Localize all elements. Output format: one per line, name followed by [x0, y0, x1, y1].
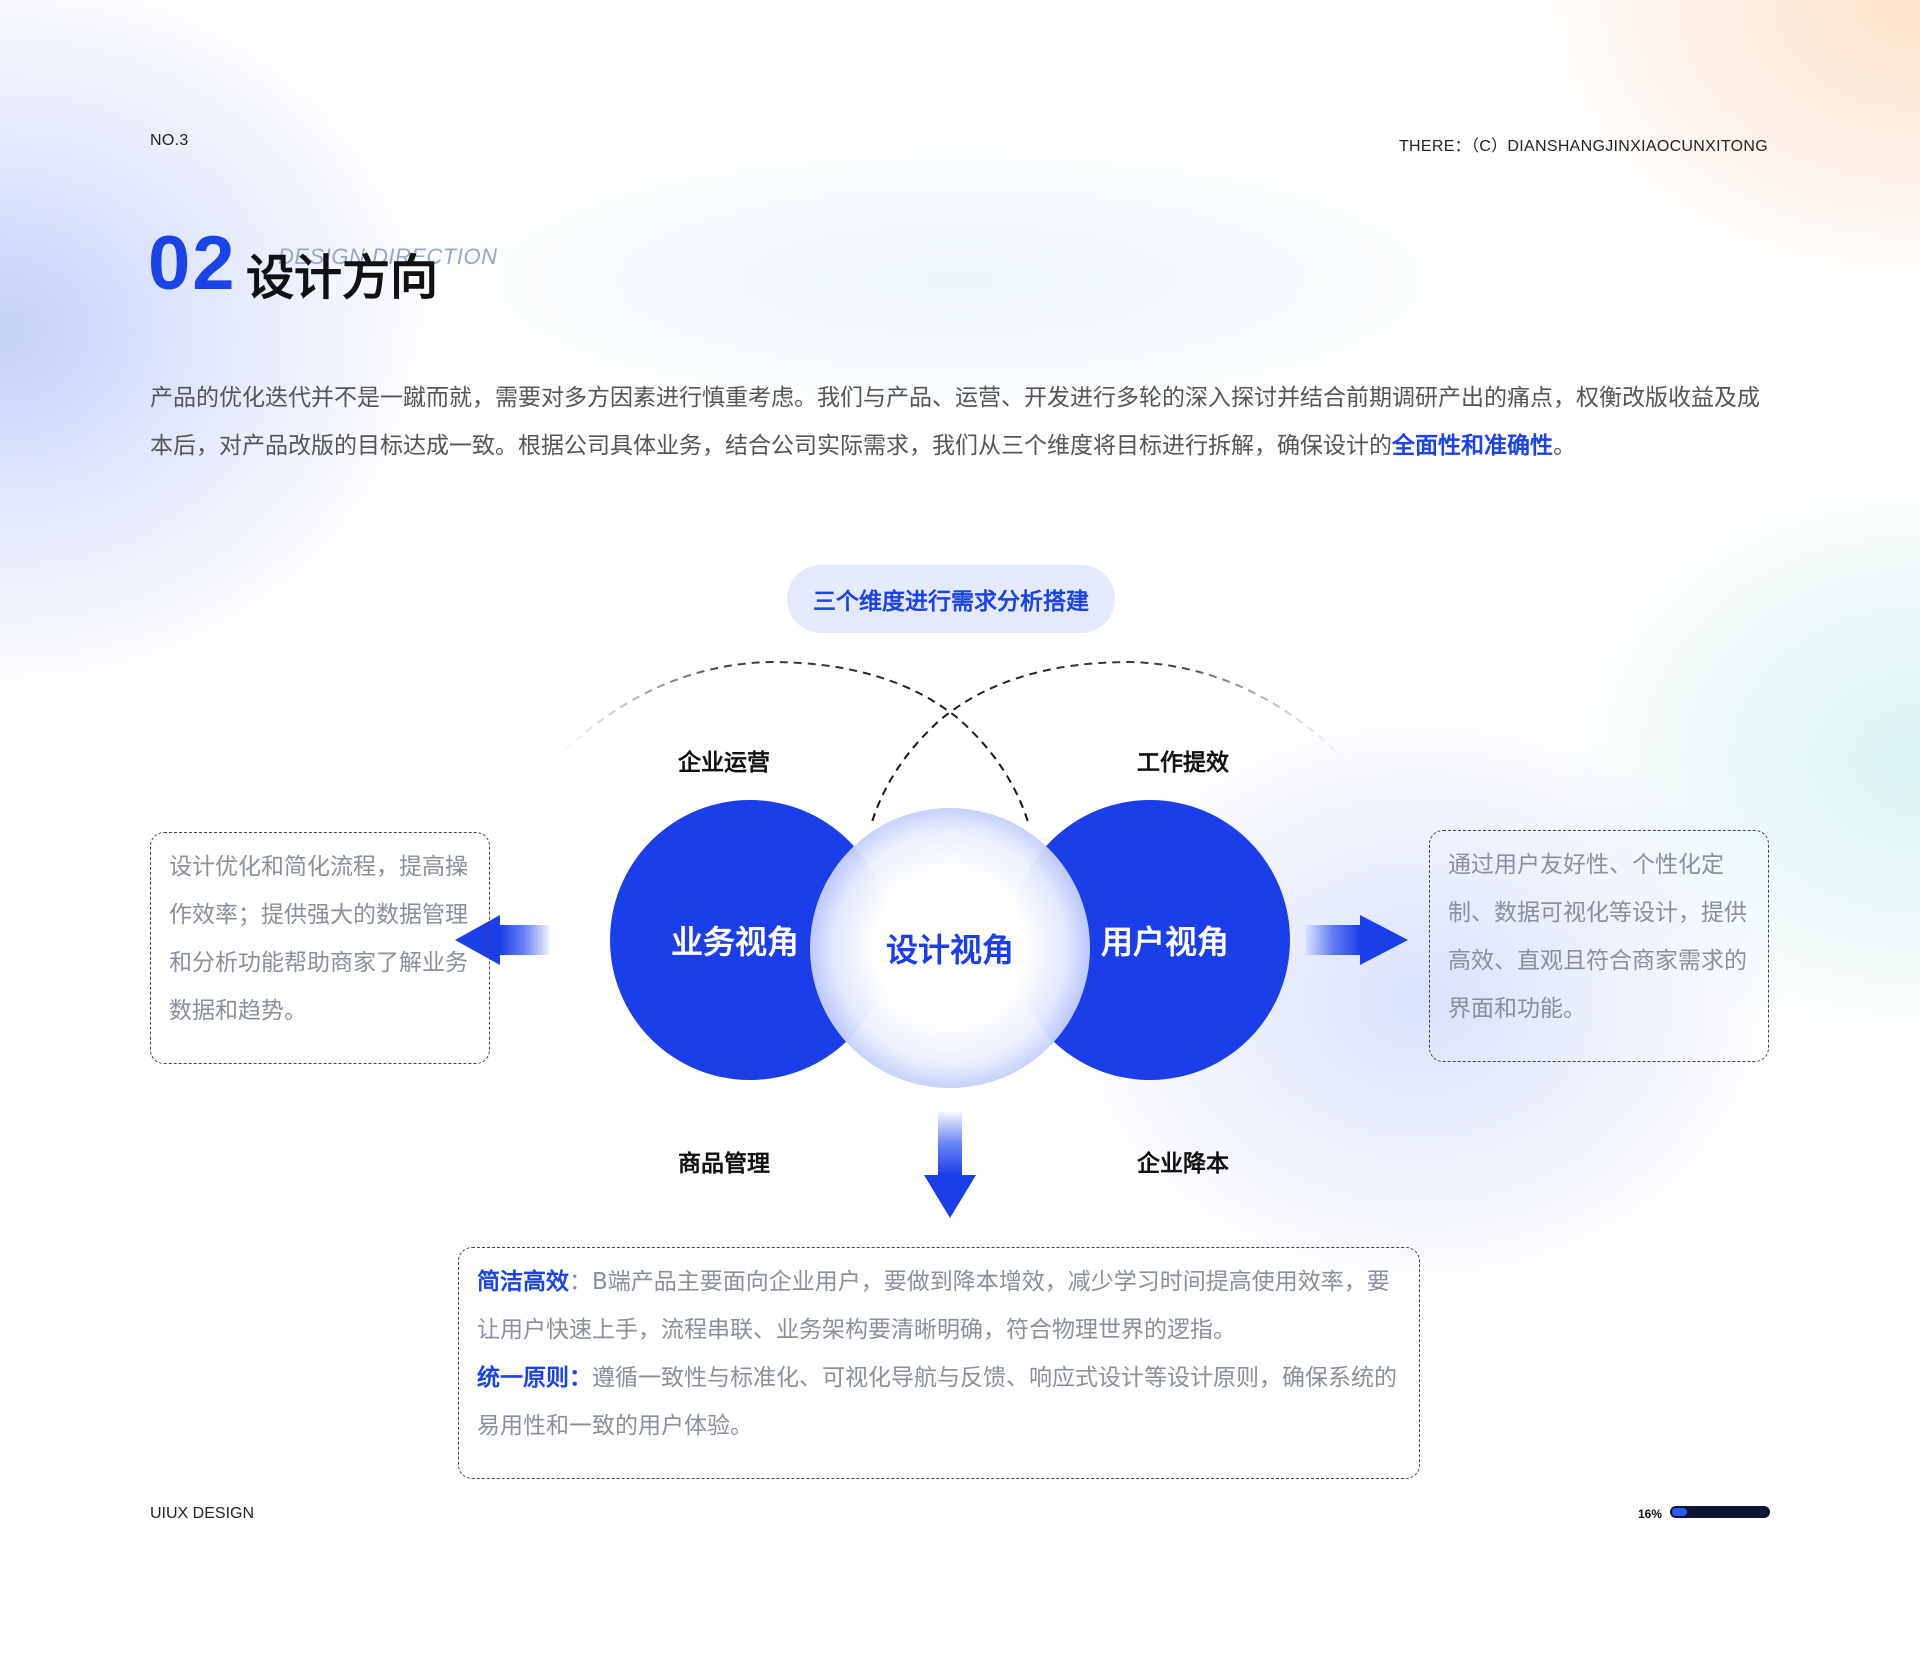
arrow-right-head — [1360, 915, 1408, 965]
intro-text: 产品的优化迭代并不是一蹴而就，需要对多方因素进行慎重考虑。我们与产品、运营、开发… — [150, 385, 1760, 459]
principle-simple-efficient-sep: ： — [569, 1269, 592, 1295]
section-title-en: DESIGN DIRECTION — [278, 244, 498, 269]
user-description-box: 通过用户友好性、个性化定制、数据可视化等设计，提供高效、直观且符合商家需求的界面… — [1429, 830, 1769, 1062]
footer-brand: UIUX DESIGN — [150, 1505, 255, 1522]
principle-simple-efficient-key: 简洁高效 — [477, 1269, 569, 1295]
principle-simple-efficient-text: B端产品主要面向企业用户，要做到降本增效，减少学习时间提高使用效率，要让用户快速… — [477, 1269, 1390, 1343]
arrow-left-head — [455, 915, 500, 965]
label-cost-reduction: 企业降本 — [1137, 1151, 1229, 1177]
arrow-left — [500, 925, 550, 955]
intro-paragraph: 产品的优化迭代并不是一蹴而就，需要对多方因素进行慎重考虑。我们与产品、运营、开发… — [150, 374, 1770, 470]
progress-bar-fill — [1672, 1508, 1687, 1516]
business-description: 设计优化和简化流程，提高操作效率；提供强大的数据管理和分析功能帮助商家了解业务数… — [169, 854, 468, 1024]
intro-highlight: 全面性和准确性 — [1392, 433, 1553, 459]
arrow-down-head — [924, 1175, 976, 1218]
section-number: 02 — [148, 221, 237, 306]
project-code: THERE：（C）DIANSHANGJINXIAOCUNXITONG — [1398, 138, 1768, 155]
design-description-box: 简洁高效：B端产品主要面向企业用户，要做到降本增效，减少学习时间提高使用效率，要… — [458, 1247, 1420, 1479]
label-enterprise-operations: 企业运营 — [678, 750, 770, 776]
user-description: 通过用户友好性、个性化定制、数据可视化等设计，提供高效、直观且符合商家需求的界面… — [1448, 852, 1747, 1022]
arrow-down — [938, 1112, 962, 1175]
principle-unified-text: 遵循一致性与标准化、可视化导航与反馈、响应式设计等设计原则，确保系统的易用性和一… — [477, 1365, 1397, 1439]
intro-end: 。 — [1553, 433, 1576, 459]
dimension-pill: 三个维度进行需求分析搭建 — [787, 565, 1115, 633]
business-perspective-label: 业务视角 — [670, 923, 799, 961]
arc-right — [871, 660, 1346, 823]
label-product-management: 商品管理 — [678, 1151, 770, 1177]
label-work-efficiency: 工作提效 — [1137, 750, 1229, 776]
business-description-box: 设计优化和简化流程，提高操作效率；提供强大的数据管理和分析功能帮助商家了解业务数… — [150, 832, 490, 1064]
design-perspective-label: 设计视角 — [885, 931, 1014, 969]
section-title: 设计方向 — [246, 250, 439, 306]
arrow-right — [1305, 925, 1360, 955]
page-number: NO.3 — [150, 132, 189, 149]
principle-unified-key: 统一原则： — [477, 1365, 592, 1391]
progress-bar — [1670, 1506, 1770, 1518]
arc-left — [554, 660, 1029, 823]
design-perspective-circle: 设计视角 — [810, 808, 1090, 1088]
progress-label: 16% — [1638, 1507, 1663, 1521]
user-perspective-label: 用户视角 — [1100, 923, 1229, 961]
